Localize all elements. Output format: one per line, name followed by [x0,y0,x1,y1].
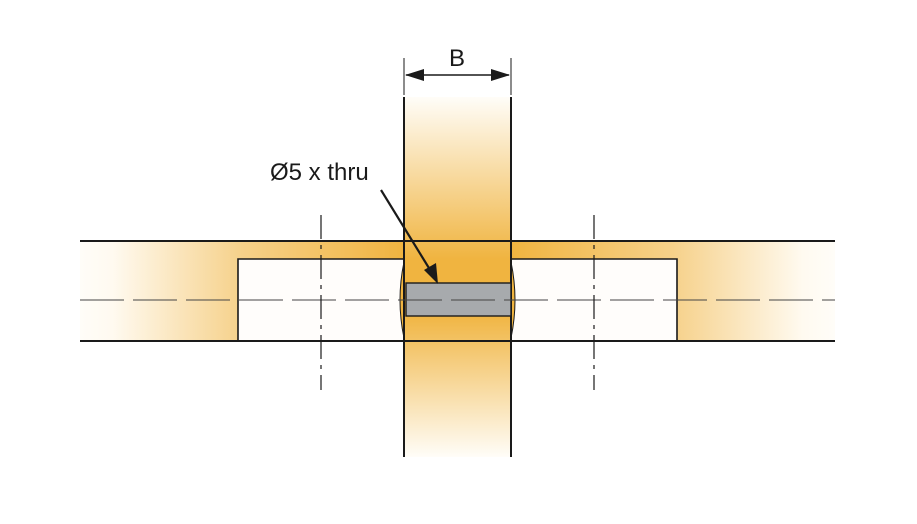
hole-callout: Ø5 x thru [270,159,438,284]
vertical-panel [399,97,516,457]
arrowhead-right-icon [491,69,510,81]
callout-arrowhead-icon [424,263,438,284]
dimension-label: B [449,45,465,72]
arrowhead-left-icon [405,69,424,81]
dimension-b: B [403,45,512,95]
hole-callout-label: Ø5 x thru [270,159,369,186]
